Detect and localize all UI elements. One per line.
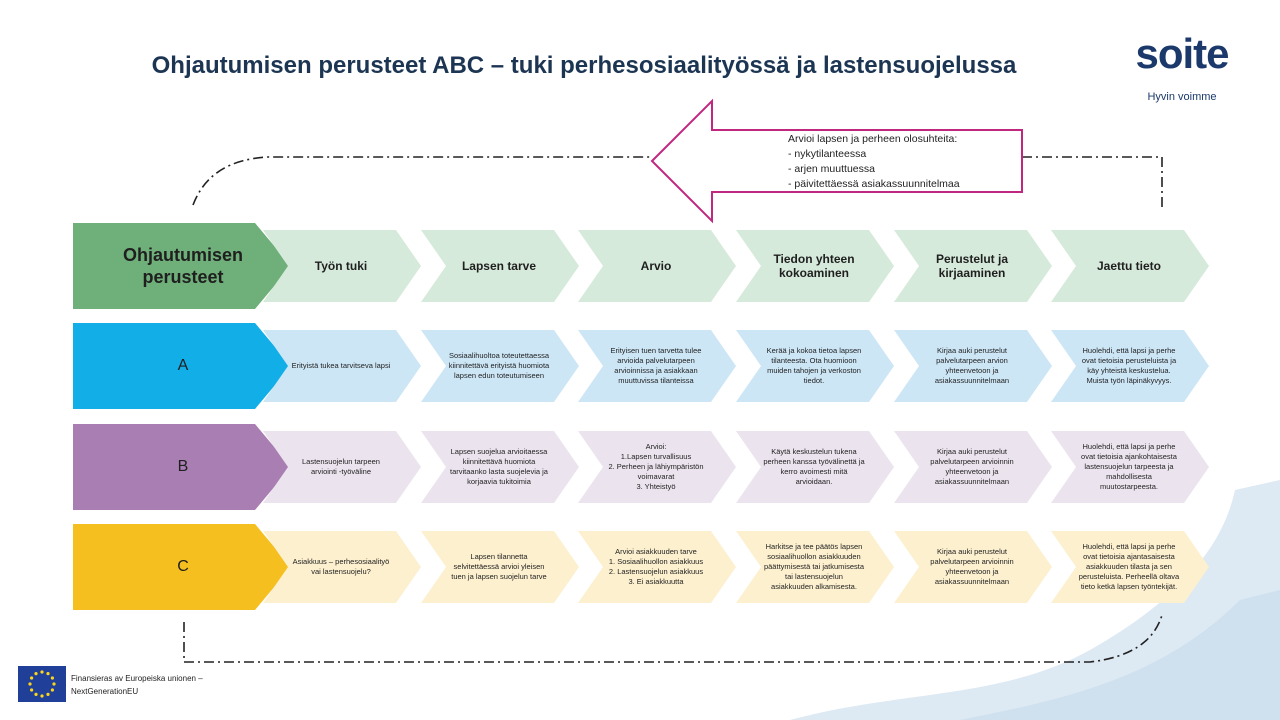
page-title: Ohjautumisen perusteet ABC – tuki perhes… xyxy=(151,52,1017,79)
row-cell-chevron xyxy=(263,531,421,603)
row-cell-chevron xyxy=(578,330,736,402)
callout-item: - päivitettäessä asiakassuunnitelmaa xyxy=(788,178,960,190)
row-label: C xyxy=(177,558,189,575)
row-label-chevron xyxy=(73,524,291,610)
header-step-chevron xyxy=(736,230,894,302)
row-label: A xyxy=(177,357,189,374)
header-step-chevron xyxy=(578,230,736,302)
row-cell-text: Huolehdi, että lapsi ja perhe ovat tieto… xyxy=(1081,442,1177,491)
row-cell-chevron xyxy=(421,431,579,503)
eu-funding-text: Finansieras av Europeiska unionen – Next… xyxy=(71,672,203,698)
header-step-label: Arvio xyxy=(640,259,672,273)
main-header-label: Ohjautumisen perusteet xyxy=(122,245,243,287)
row-cell-chevron xyxy=(894,330,1052,402)
row-cell-text: Kirjaa auki perustelut palvelutarpeen ar… xyxy=(930,447,1014,486)
row-cell-chevron xyxy=(578,531,736,603)
main-header-chevron xyxy=(73,223,291,309)
header-step-label: Perustelut ja kirjaaminen xyxy=(935,252,1009,280)
callout-item: - nykytilanteessa xyxy=(788,148,867,160)
row-cell-text: Erityistä tukea tarvitseva lapsi xyxy=(291,361,391,370)
row-cell-chevron xyxy=(578,431,736,503)
row-cell-text: Sosiaalihuoltoa toteutettaessa kiinnitet… xyxy=(448,351,550,380)
header-step-chevron xyxy=(263,230,421,302)
row-label: B xyxy=(177,458,189,475)
row-cell-chevron xyxy=(736,531,894,603)
logo-tagline: Hyvin voimme xyxy=(1147,91,1217,103)
row-cell-text: Huolehdi, että lapsi ja perhe ovat tieto… xyxy=(1081,346,1177,385)
row-cell-text: Arvioi asiakkuuden tarve 1. Sosiaalihuol… xyxy=(608,547,704,586)
row-cell-text: Huolehdi, että lapsi ja perhe ovat tieto… xyxy=(1078,542,1180,591)
row-cell-text: Harkitse ja tee päätös lapsen sosiaalihu… xyxy=(763,542,865,591)
row-label-chevron xyxy=(73,424,291,510)
row-cell-text: Lapsen suojelua arvioitaessa kiinnitettä… xyxy=(450,447,548,486)
row-cell-text: Lapsen tilannetta selvitettäessä arvioi … xyxy=(451,552,547,581)
eu-funding-line: Finansieras av Europeiska unionen – xyxy=(71,674,203,683)
row-cell-text: Arvioi: 1.Lapsen turvallisuus 2. Perheen… xyxy=(608,442,704,491)
callout-item: - arjen muuttuessa xyxy=(788,163,875,175)
row-cell-chevron xyxy=(736,431,894,503)
row-cell-chevron xyxy=(263,330,421,402)
row-cell-text: Käytä keskustelun tukena perheen kanssa … xyxy=(763,447,865,486)
header-step-chevron xyxy=(421,230,579,302)
callout-text: Arvioi lapsen ja perheen olosuhteita: - … xyxy=(788,132,1028,192)
row-cell-text: Kirjaa auki perustelut palvelutarpeen ar… xyxy=(930,547,1014,586)
row-cell-text: Erityisen tuen tarvetta tulee arvioida p… xyxy=(610,346,702,385)
header-step-label: Tiedon yhteen kokoaminen xyxy=(773,252,855,280)
row-cell-text: Kirjaa auki perustelut palvelutarpeen ar… xyxy=(934,346,1010,385)
header-step-chevron xyxy=(1051,230,1209,302)
row-cell-text: Kerää ja kokoa tietoa lapsen tilanteesta… xyxy=(766,346,862,385)
row-cell-chevron xyxy=(421,531,579,603)
row-cell-chevron xyxy=(1051,531,1209,603)
header-step-label: Työn tuki xyxy=(314,259,368,273)
row-cell-chevron xyxy=(894,431,1052,503)
row-cell-text: Asiakkuus – perhesosiaalityö vai lastens… xyxy=(292,557,390,576)
row-label-chevron xyxy=(73,323,291,409)
eu-funding-line: NextGenerationEU xyxy=(71,687,139,696)
row-cell-chevron xyxy=(263,431,421,503)
row-cell-chevron xyxy=(1051,431,1209,503)
logo-wordmark: soite xyxy=(1135,30,1229,77)
header-step-chevron xyxy=(894,230,1052,302)
header-step-label: Lapsen tarve xyxy=(461,259,537,273)
header-step-label: Jaettu tieto xyxy=(1096,259,1161,273)
callout-heading: Arvioi lapsen ja perheen olosuhteita: xyxy=(788,133,958,145)
row-cell-chevron xyxy=(894,531,1052,603)
row-cell-chevron xyxy=(736,330,894,402)
row-cell-chevron xyxy=(1051,330,1209,402)
row-cell-chevron xyxy=(421,330,579,402)
row-cell-text: Lastensuojelun tarpeen arviointi -työväl… xyxy=(302,457,380,476)
